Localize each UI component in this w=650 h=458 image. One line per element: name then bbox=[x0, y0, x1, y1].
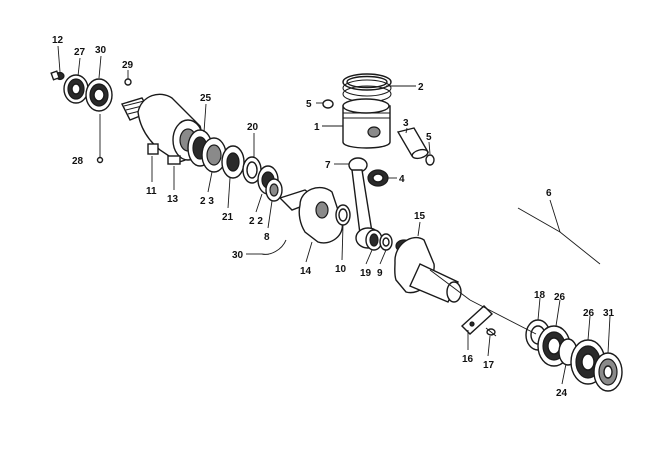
callout-16: 16 bbox=[462, 354, 474, 365]
callout-27: 27 bbox=[74, 47, 86, 58]
callout-31: 31 bbox=[603, 308, 615, 319]
washer-9 bbox=[379, 233, 393, 251]
screw-17 bbox=[485, 327, 497, 337]
callout-30a: 30 bbox=[95, 45, 107, 56]
circlip-30 bbox=[261, 239, 287, 255]
callout-22: 2 2 bbox=[249, 216, 263, 227]
callout-17: 17 bbox=[483, 360, 495, 371]
callout-18: 18 bbox=[534, 290, 546, 301]
ball-29 bbox=[124, 78, 132, 86]
callout-26a: 26 bbox=[554, 292, 566, 303]
callout-12: 12 bbox=[52, 35, 64, 46]
callout-23: 2 3 bbox=[200, 196, 214, 207]
callout-2: 2 bbox=[418, 82, 424, 93]
leader-lines bbox=[57, 45, 611, 385]
seal-31 bbox=[593, 352, 623, 392]
callout-8: 8 bbox=[264, 232, 270, 243]
callout-4: 4 bbox=[399, 174, 405, 185]
bearing-19 bbox=[365, 229, 383, 251]
bearing-30 bbox=[85, 78, 113, 112]
callout-26b: 26 bbox=[583, 308, 595, 319]
callout-10: 10 bbox=[335, 264, 347, 275]
crankshaft-left-half bbox=[121, 93, 204, 165]
callout-25: 25 bbox=[200, 93, 212, 104]
callout-21: 21 bbox=[222, 212, 234, 223]
callout-labels: 12 27 30 29 25 20 28 11 13 2 3 21 2 2 8 … bbox=[52, 35, 615, 399]
crankshaft-right-half-15 bbox=[394, 236, 462, 303]
piston-rings-2 bbox=[342, 73, 392, 103]
circlip-5-right bbox=[425, 154, 435, 166]
callout-5a: 5 bbox=[306, 99, 312, 110]
callout-13: 13 bbox=[167, 194, 179, 205]
callout-30b: 30 bbox=[232, 250, 244, 261]
washer-8 bbox=[265, 178, 283, 202]
callout-19: 19 bbox=[360, 268, 372, 279]
piston-1 bbox=[342, 98, 391, 149]
callout-14: 14 bbox=[300, 266, 312, 277]
bearing-27 bbox=[63, 74, 89, 104]
washer-10 bbox=[335, 204, 351, 226]
callout-24: 24 bbox=[556, 388, 568, 399]
wrist-pin-3 bbox=[396, 127, 430, 160]
key-16 bbox=[460, 305, 494, 335]
callout-29: 29 bbox=[122, 60, 134, 71]
circlip-5-left bbox=[322, 99, 334, 109]
seal-21 bbox=[221, 145, 245, 179]
callout-5b: 5 bbox=[426, 132, 432, 143]
pin-28 bbox=[96, 156, 104, 164]
callout-9: 9 bbox=[377, 268, 383, 279]
callout-11: 11 bbox=[146, 186, 157, 197]
callout-20: 20 bbox=[247, 122, 259, 133]
callout-15: 15 bbox=[414, 211, 426, 222]
needle-bearing-4 bbox=[367, 169, 389, 187]
callout-28: 28 bbox=[72, 156, 84, 167]
callout-1: 1 bbox=[314, 122, 320, 133]
callout-7: 7 bbox=[325, 160, 331, 171]
screw-12 bbox=[50, 70, 65, 81]
crank-web-14 bbox=[278, 187, 344, 244]
callout-3: 3 bbox=[403, 118, 409, 129]
callout-6: 6 bbox=[546, 188, 552, 199]
